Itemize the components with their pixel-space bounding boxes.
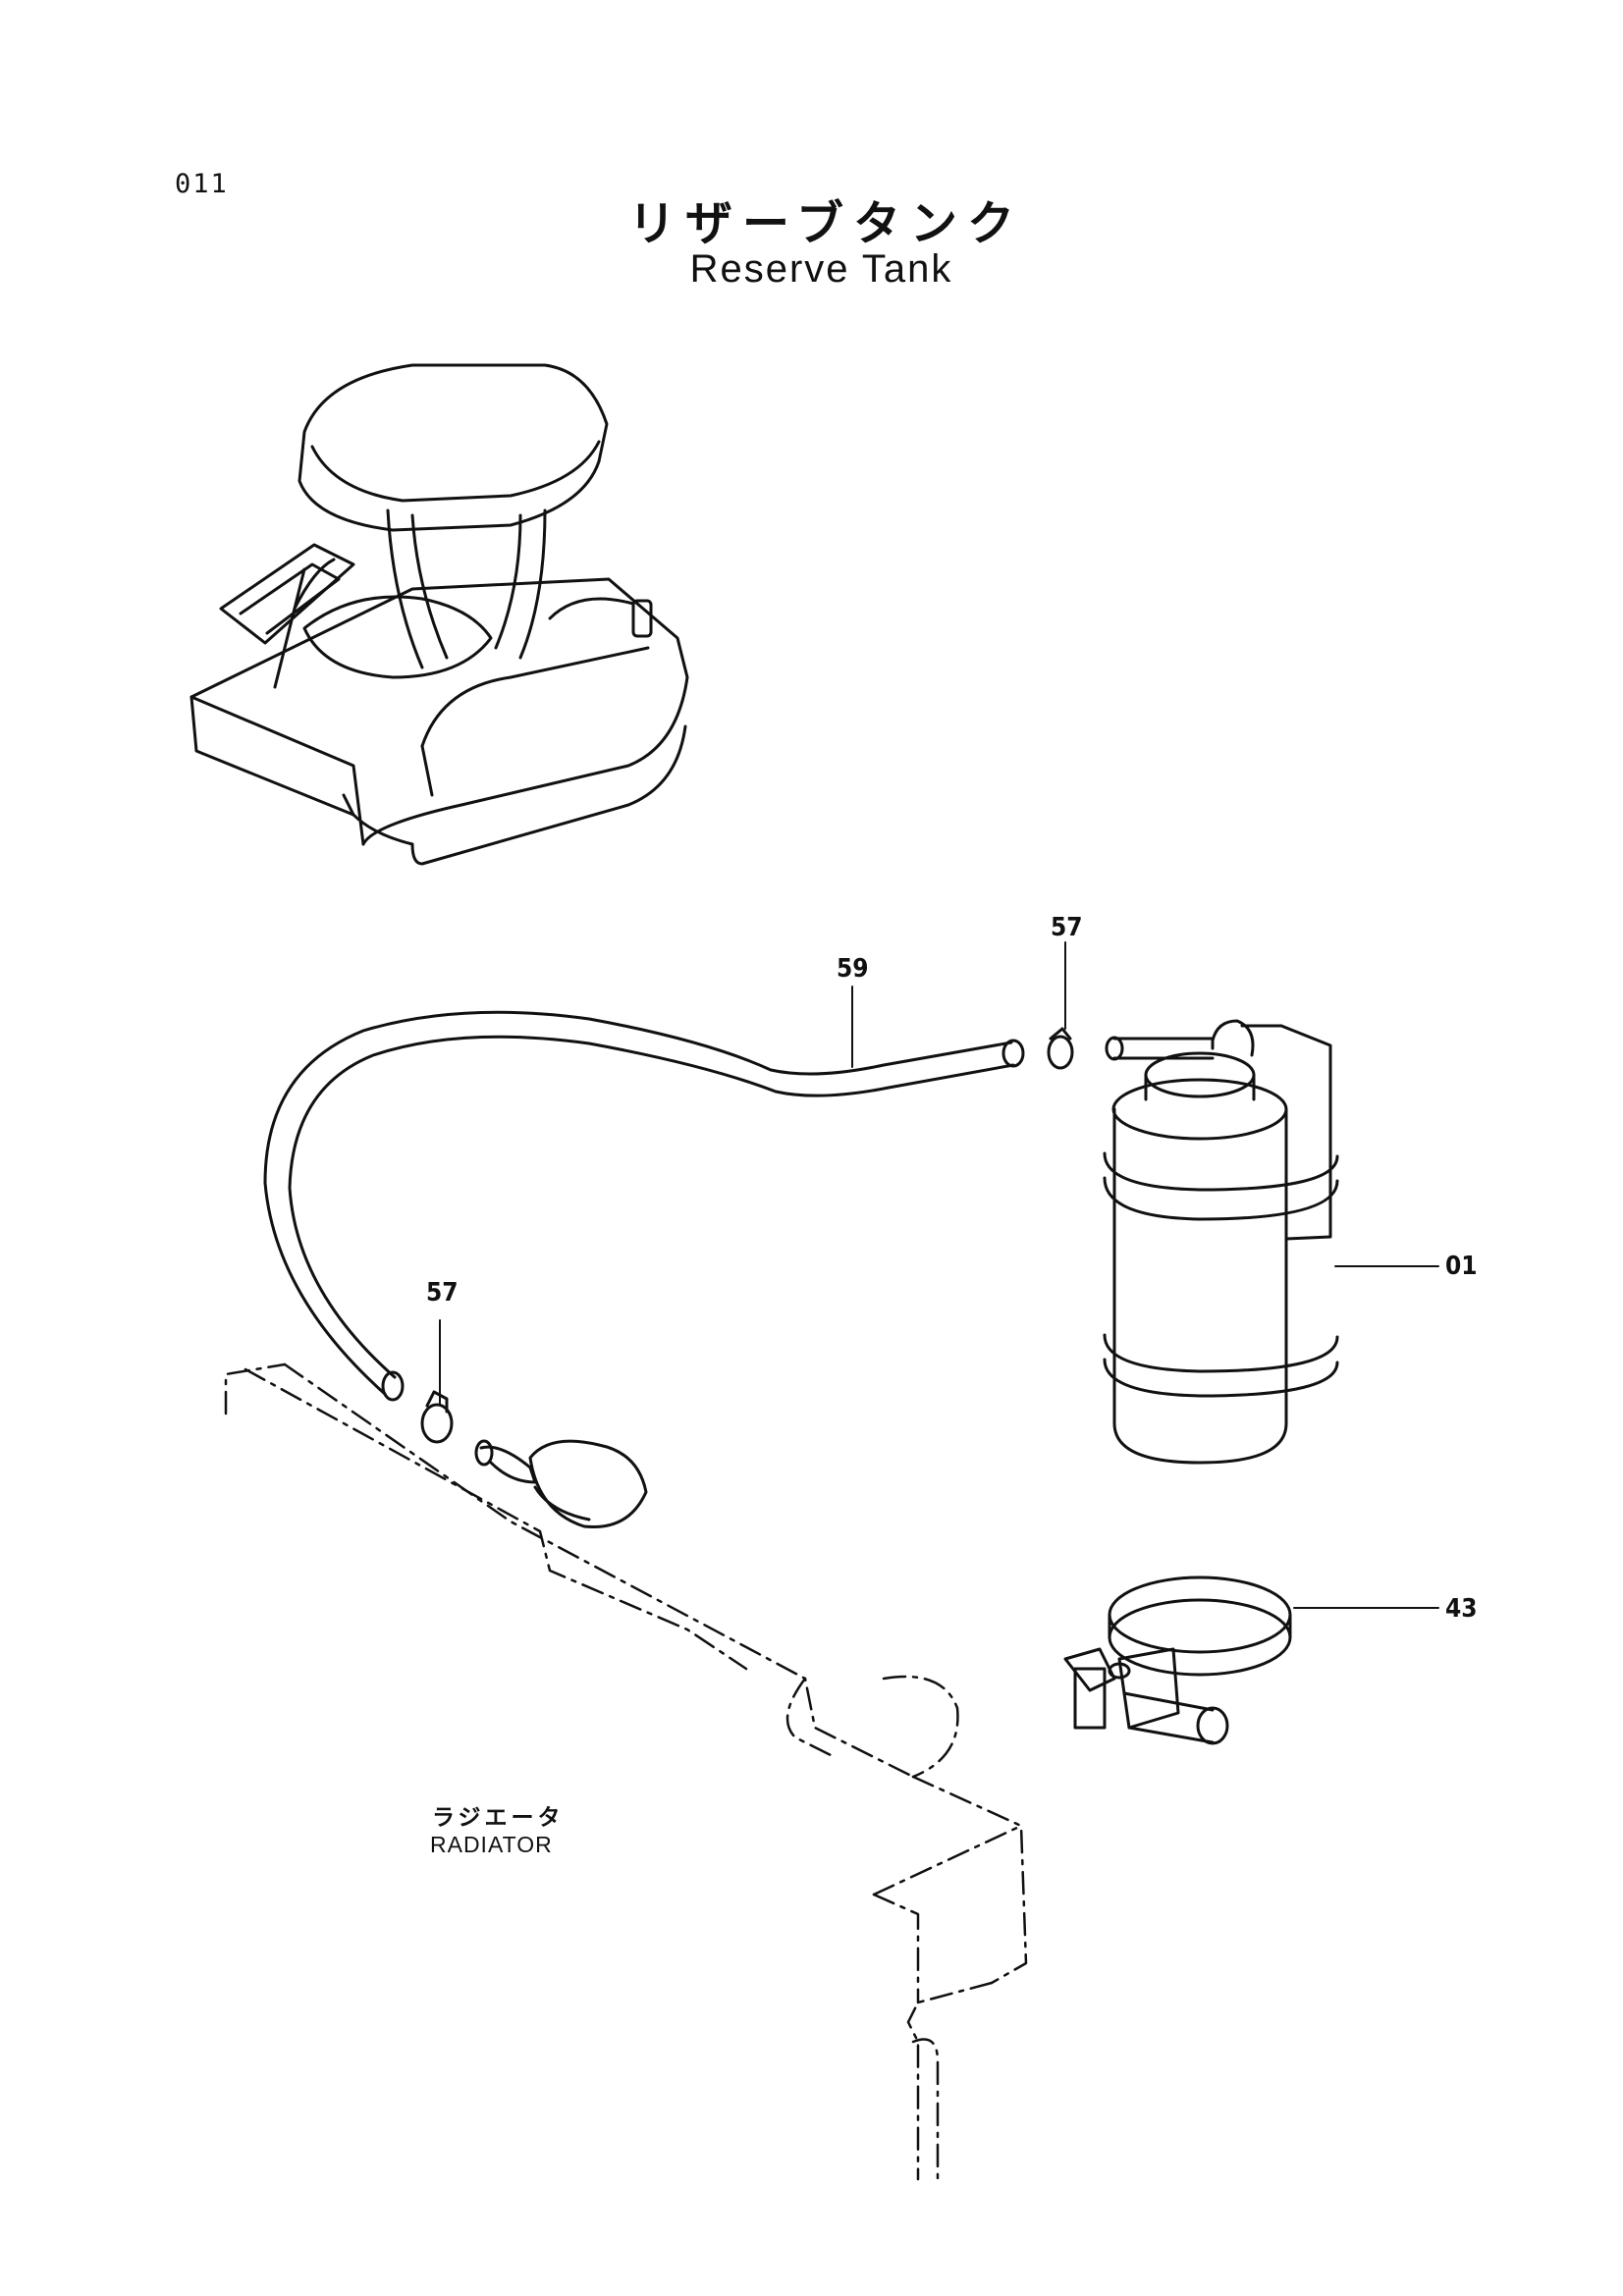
hose-clamp-bottom-illustration: [420, 1390, 454, 1444]
radiator-cap-illustration: [474, 1439, 648, 1529]
callout-reserve-tank: 01: [1445, 1252, 1478, 1281]
page-title-english: Reserve Tank: [689, 247, 953, 291]
radiator-outline: [224, 1362, 1028, 2181]
callout-leaders: [439, 941, 1439, 1609]
callout-band: 43: [1445, 1594, 1478, 1624]
callout-hose: 59: [837, 954, 869, 984]
machine-overview-illustration: [189, 363, 689, 866]
radiator-label-english: RADIATOR: [430, 1832, 553, 1857]
hose-clamp-top-illustration: [1047, 1027, 1074, 1070]
hose-illustration: [263, 1010, 1025, 1402]
tank-band-illustration: [1063, 1575, 1292, 1745]
page-number: 011: [175, 169, 229, 199]
page-title-japanese: リザーブタンク: [627, 196, 1025, 251]
callout-clamp-bottom: 57: [426, 1278, 459, 1308]
reserve-tank-illustration: [1103, 1019, 1339, 1465]
callout-clamp-top: 57: [1051, 913, 1083, 942]
radiator-label-japanese: ラジエータ: [432, 1805, 565, 1831]
